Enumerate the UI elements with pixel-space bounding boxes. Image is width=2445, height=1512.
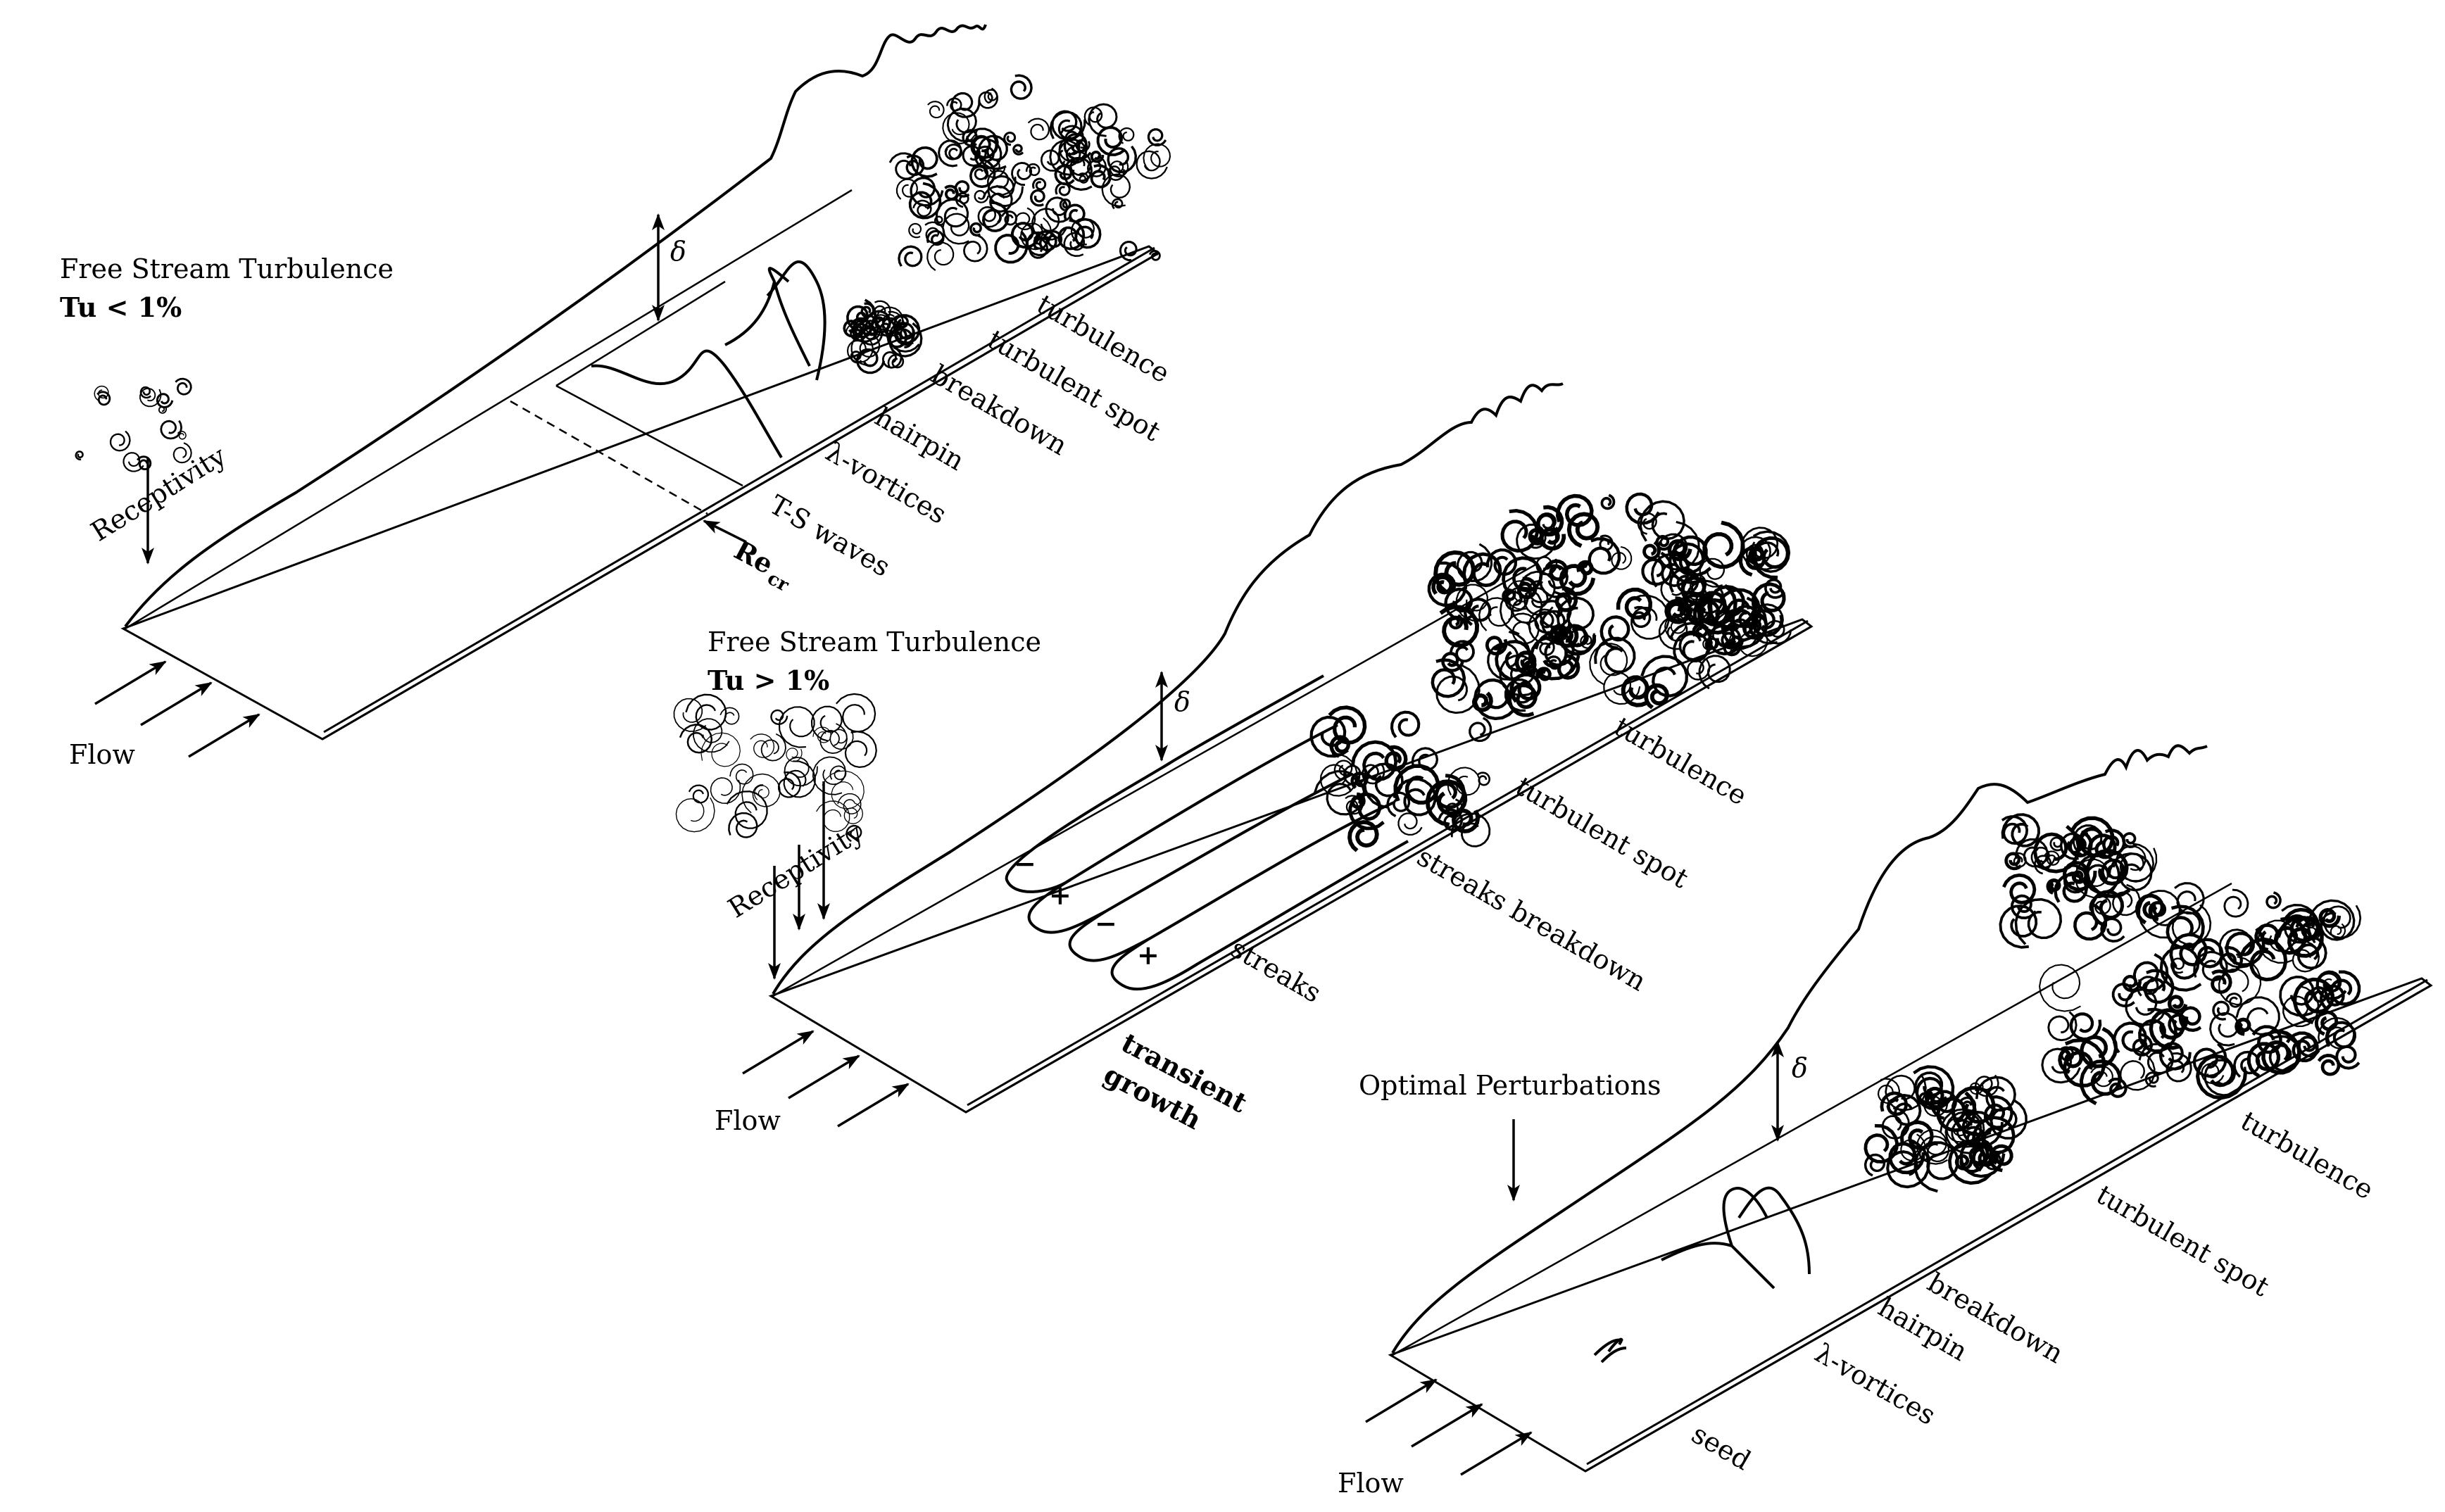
ts-wave-icon bbox=[591, 349, 783, 459]
panel-3-optimal-perturbation-transition: δ Optimal Perturbations Flow seed λ-vort… bbox=[1338, 744, 2433, 1499]
flow-arrow-2a bbox=[742, 1030, 815, 1075]
turbulent-spot-cluster-3 bbox=[1863, 813, 2362, 1193]
panel-2-bypass-transition: − + − + δ Receptivity Free Stream Turbul… bbox=[673, 382, 1814, 1136]
panel-1-natural-transition: δ Receptivity Free Stream Turbulence Tu … bbox=[60, 24, 1175, 770]
delta-label-1: δ bbox=[670, 236, 686, 267]
free-stream-turbulence-icon-1 bbox=[75, 377, 192, 472]
flow-arrow-1a bbox=[94, 660, 167, 705]
flow-arrow-3b bbox=[1411, 1403, 1483, 1448]
fst-tu-2: Tu > 1% bbox=[708, 664, 829, 696]
turbulent-spot-cluster-2 bbox=[1309, 492, 1792, 852]
delta-label-2: δ bbox=[1174, 686, 1190, 717]
fst-tu-1: Tu < 1% bbox=[60, 291, 182, 323]
streak-sign-2: + bbox=[1049, 879, 1071, 911]
stage-labels-3: seed λ-vortices hairpin breakdown turbul… bbox=[1687, 1105, 2380, 1477]
stage-labels-2: streaks streaks breakdown turbulent spot… bbox=[1226, 711, 1753, 1009]
stage-ts-waves: T-S waves bbox=[765, 489, 896, 583]
flow-arrow-1c bbox=[188, 713, 260, 758]
lambda-vortex-icon-3 bbox=[1737, 1186, 1811, 1275]
receptivity-label-1: Receptivity bbox=[85, 440, 232, 548]
stage-turbulent-spot-2: turbulent spot bbox=[1511, 771, 1694, 895]
streaks-icon bbox=[1005, 674, 1409, 991]
re-cr-label: Re cr bbox=[729, 534, 793, 596]
bl-inner-line-1 bbox=[555, 280, 726, 387]
flat-plate-2 bbox=[768, 618, 1814, 1114]
lambda-vortex-icon bbox=[766, 260, 826, 381]
stage-turbulence-2: turbulence bbox=[1609, 711, 1753, 812]
boundary-layer-edge-3 bbox=[1391, 744, 2208, 1354]
flow-arrow-1b bbox=[140, 681, 213, 726]
flow-arrow-3c bbox=[1460, 1431, 1533, 1476]
stage-seed: seed bbox=[1687, 1418, 1756, 1477]
seed-icon bbox=[1593, 1337, 1627, 1363]
bl-ref-line-3 bbox=[1392, 882, 2232, 1356]
flow-arrow-2c bbox=[837, 1083, 910, 1128]
flow-label-1: Flow bbox=[69, 739, 135, 770]
stage-streaks: streaks bbox=[1226, 933, 1327, 1009]
receptivity-label-2: Receptivity bbox=[722, 817, 869, 924]
fst-title-1: Free Stream Turbulence bbox=[60, 253, 394, 284]
flow-arrow-3a bbox=[1365, 1378, 1438, 1423]
streak-sign-4: + bbox=[1137, 939, 1159, 971]
delta-label-3: δ bbox=[1792, 1052, 1808, 1083]
turbulent-spot-cluster-1 bbox=[843, 74, 1171, 374]
streak-sign-3: − bbox=[1095, 907, 1117, 939]
flow-label-2: Flow bbox=[715, 1105, 781, 1136]
stage-turbulence-3: turbulence bbox=[2236, 1105, 2380, 1206]
re-cr-dashed-line bbox=[510, 400, 708, 515]
flat-plate-1 bbox=[120, 245, 1160, 741]
boundary-layer-edge-1 bbox=[124, 24, 987, 628]
streak-sign-1: − bbox=[1014, 848, 1036, 879]
bl-ref-line-2 bbox=[772, 562, 1539, 997]
re-cr-arrow bbox=[703, 519, 747, 543]
bl-ref-line-1 bbox=[125, 189, 853, 630]
free-stream-turbulence-icon-2 bbox=[673, 693, 877, 843]
optimal-perturbations-label: Optimal Perturbations bbox=[1359, 1070, 1661, 1101]
re-cr-solid-line bbox=[555, 384, 743, 487]
hairpin-icon-3 bbox=[1661, 1187, 1775, 1290]
stage-lambda-vortices-3: λ-vortices bbox=[1810, 1337, 1942, 1431]
flow-label-3: Flow bbox=[1338, 1468, 1404, 1499]
boundary-layer-edge-2 bbox=[772, 382, 1564, 995]
stage-turbulent-spot-3: turbulent spot bbox=[2092, 1179, 2275, 1303]
hairpin-icon bbox=[724, 267, 811, 367]
svg-text:cr: cr bbox=[764, 568, 792, 596]
flow-arrow-2b bbox=[788, 1054, 860, 1100]
stage-streaks-breakdown: streaks breakdown bbox=[1412, 841, 1652, 997]
fst-title-2: Free Stream Turbulence bbox=[708, 626, 1041, 657]
